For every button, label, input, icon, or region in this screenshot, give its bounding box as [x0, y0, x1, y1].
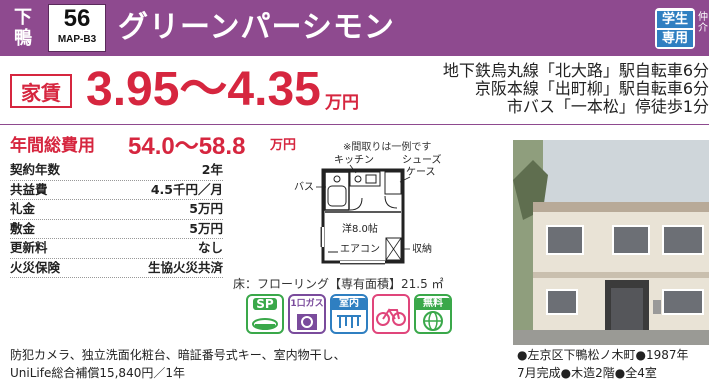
term-label: 更新料: [10, 240, 48, 255]
photo-ground: [513, 330, 709, 345]
caption-line-2: 7月完成●木造2階●全4室: [517, 366, 657, 380]
sp-icon-label: SP: [253, 298, 277, 310]
term-label: 契約年数: [10, 162, 61, 177]
caption-line-1: ●左京区下鴨松ノ木町●1987年: [517, 348, 689, 362]
floorplan-storage: [385, 237, 402, 261]
photo-window: [546, 289, 578, 315]
term-row: 共益費 4.5千円／月: [10, 181, 223, 200]
term-value: なし: [197, 240, 223, 255]
bicycle-parking-icon: [372, 294, 410, 334]
floorplan-bath-label: バス: [294, 181, 314, 193]
photo-roof-edge: [533, 202, 709, 212]
amenity-icons: SP 1口ガス 室内 無料: [246, 294, 452, 334]
photo-floor-divider: [533, 272, 709, 278]
globe-icon: [423, 311, 443, 331]
listing-number: 56: [63, 5, 91, 32]
term-value: 4.5千円／月: [150, 181, 223, 197]
photo-mailbox: [653, 300, 661, 314]
floorplan-entrance-door: [384, 195, 398, 209]
term-row: 礼金 5万円: [10, 200, 223, 220]
student-badge-line-2: 専用: [657, 29, 693, 47]
area-char-2: 鴨: [14, 28, 32, 49]
floorplan-bathtub: [327, 185, 347, 207]
gas-icon-label: 1口ガス: [290, 299, 324, 309]
broker-mark: 仲介: [698, 12, 708, 34]
term-row: 火災保険 生協火災共済: [10, 259, 223, 278]
floorplan-entrance: [384, 171, 402, 195]
free-internet-icon: 無料: [414, 294, 452, 334]
storage-cross-2: [385, 237, 402, 261]
features-line-1: 防犯カメラ、独立洗面化粧台、暗証番号式キー、室内物干し、: [10, 348, 346, 362]
term-label: 礼金: [10, 201, 36, 216]
rent-value: 3.95〜4.35: [86, 63, 321, 116]
property-name: グリーンパーシモン: [118, 10, 395, 45]
sp-icon-graphic: [252, 318, 278, 330]
floorplan-door-swing: [349, 197, 363, 211]
term-row: 更新料 なし: [10, 239, 223, 259]
area-tag: 下 鴨: [0, 0, 46, 56]
free-internet-label: 無料: [416, 298, 450, 310]
term-row: 敷金 5万円: [10, 220, 223, 239]
term-value: 5万円: [189, 220, 223, 236]
photo-window: [612, 225, 650, 255]
floorplan-toilet: [333, 175, 341, 183]
rent-unit: 万円: [325, 93, 359, 113]
annual-cost-unit: 万円: [270, 138, 297, 153]
rent-label: 家賃: [10, 74, 72, 108]
photo-window: [662, 289, 704, 315]
features-text: 防犯カメラ、独立洗面化粧台、暗証番号式キー、室内物干し、 UniLife総合補償…: [10, 346, 510, 382]
access-line-3: 市バス「一本松」停徒歩1分: [506, 97, 709, 116]
term-label: 敷金: [10, 220, 36, 236]
shoes-pointer: [399, 176, 411, 183]
building-caption: ●左京区下鴨松ノ木町●1987年 7月完成●木造2階●全4室: [517, 346, 688, 382]
access-line-1: 地下鉄烏丸線「北大路」駅自転車6分: [442, 61, 709, 80]
floorplan-case-label: ケース: [406, 166, 436, 178]
student-badge-line-1: 学生: [657, 10, 693, 28]
term-row: 契約年数 2年: [10, 161, 223, 181]
term-value: 2年: [201, 162, 223, 177]
floorplan-bath-room: [324, 171, 350, 211]
floorplan-shoes-label: シューズ: [402, 153, 442, 166]
term-value: 生協火災共済: [147, 259, 223, 275]
floorplan-kitchen-label: キッチン: [334, 154, 374, 166]
sp-icon: SP: [246, 294, 284, 334]
contract-terms: 契約年数 2年 共益費 4.5千円／月 礼金 5万円 敷金 5万円 更新料 なし 火災保険…: [10, 161, 223, 278]
laundry-hanger-icon: [337, 315, 361, 328]
area-char-1: 下: [14, 7, 32, 28]
floorplan-stove: [354, 175, 362, 183]
floorplan-diagram: キッチン シューズ ケース バス 洋8.0帖 エアコン 収納: [294, 153, 442, 265]
gas-burner-icon: [297, 314, 317, 330]
floorplan-aircon-label: エアコン: [340, 244, 380, 255]
floorplan-storage-label: 収納: [412, 242, 432, 255]
floorplan-room-label: 洋8.0帖: [342, 222, 378, 235]
access-info: 地下鉄烏丸線「北大路」駅自転車6分 京阪本線「出町柳」駅自転車6分 市バス「一本…: [405, 62, 709, 116]
features-line-2: UniLife総合補償15,840円／1年: [10, 366, 185, 380]
access-line-2: 京阪本線「出町柳」駅自転車6分: [474, 79, 709, 98]
floor-spec: 床：フローリング【専有面積】21.5 ㎡: [233, 277, 444, 291]
annual-cost-value: 54.0〜58.8: [128, 133, 246, 160]
term-label: 共益費: [10, 181, 48, 197]
gas-icon: 1口ガス: [288, 294, 326, 334]
term-label: 火災保険: [10, 259, 61, 275]
indoor-laundry-icon: 室内: [330, 294, 368, 334]
annual-cost-label: 年間総費用: [10, 136, 95, 156]
building-photo: [513, 140, 709, 345]
student-only-badge: 学生 専用: [655, 8, 695, 49]
photo-window: [546, 225, 584, 255]
kitchen-pointer: [349, 164, 357, 174]
listing-number-box: 56 MAP-B3: [48, 4, 106, 52]
photo-window: [662, 225, 704, 255]
floorplan-sink: [365, 174, 377, 184]
map-reference: MAP-B3: [57, 34, 97, 45]
term-value: 5万円: [189, 201, 223, 216]
bicycle-icon: [376, 308, 406, 326]
indoor-laundry-label: 室内: [332, 298, 366, 310]
divider: [0, 124, 709, 125]
floorplan-kitchen: [349, 171, 381, 187]
floorplan-note: ※間取りは一例です: [343, 142, 432, 153]
property-header: 下 鴨 56 MAP-B3 グリーンパーシモン 学生 専用 仲介: [0, 0, 709, 56]
